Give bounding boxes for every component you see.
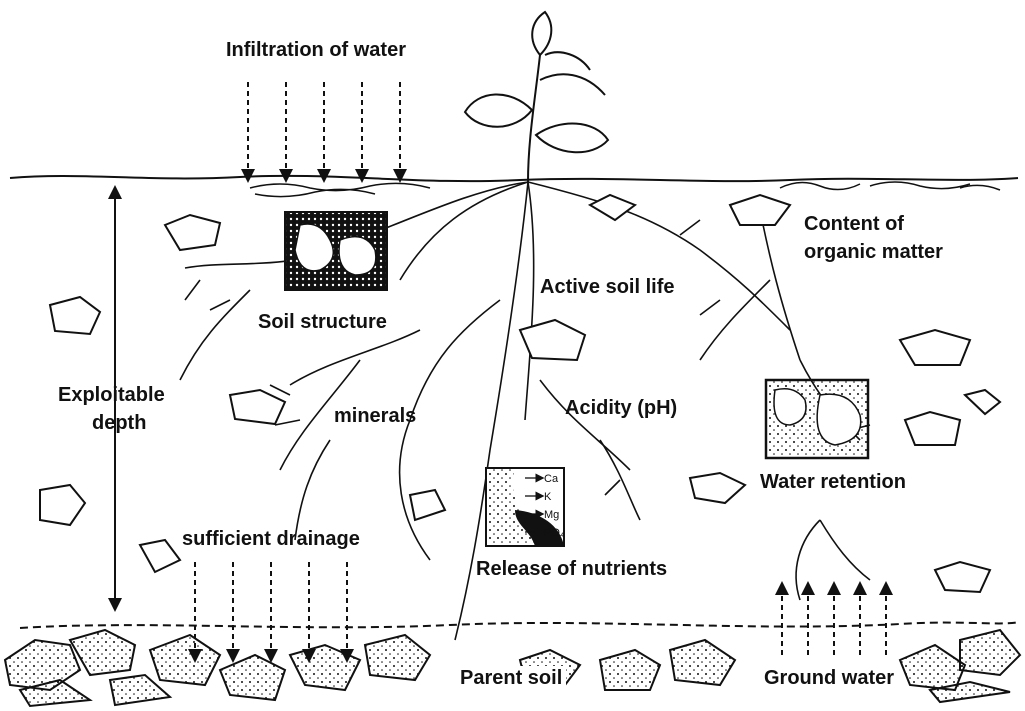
label-content-organic-1: Content of (804, 212, 904, 236)
label-ground-water: Ground water (760, 666, 898, 690)
nutrient-ca: Ca (544, 473, 559, 485)
ground-water-arrows (782, 588, 886, 655)
rock-icon (690, 473, 745, 503)
plant-icon (465, 12, 608, 182)
label-infiltration: Infiltration of water (226, 38, 406, 62)
label-exploitable-2: depth (92, 411, 146, 435)
water-retention-box (766, 380, 868, 458)
rock-icon (905, 412, 960, 445)
nutrient-k: K (544, 491, 552, 503)
rock-icon (165, 215, 220, 250)
rock-icon (230, 390, 285, 424)
rock-icon (50, 297, 100, 334)
label-water-retention: Water retention (760, 470, 906, 494)
ground-surface-line (10, 176, 1018, 181)
soil-structure-box (285, 212, 387, 290)
rock-icon (730, 195, 790, 225)
label-release-nutrients: Release of nutrients (476, 557, 667, 581)
rock-icon (900, 330, 970, 365)
label-active-soil-life: Active soil life (540, 275, 675, 299)
nutrient-po4: PO₄ (544, 527, 565, 539)
parent-soil-layer (5, 622, 1020, 706)
surface-litter (250, 182, 1000, 197)
label-content-organic-2: organic matter (804, 240, 943, 264)
rock-icon (520, 320, 585, 360)
label-acidity: Acidity (pH) (565, 396, 677, 420)
rock-icon (410, 490, 445, 520)
rock-icon (590, 195, 635, 220)
rock-icon (965, 390, 1000, 414)
label-minerals: minerals (334, 404, 416, 428)
rock-icon (935, 562, 990, 592)
label-parent-soil: Parent soil (456, 666, 566, 690)
nutrients-box: Ca K Mg PO₄ (486, 468, 565, 546)
label-sufficient-drainage: sufficient drainage (182, 527, 360, 551)
infiltration-arrows (248, 82, 400, 176)
label-soil-structure: Soil structure (258, 310, 387, 334)
rock-icon (140, 540, 180, 572)
rock-icon (40, 485, 85, 525)
label-exploitable-1: Exploitable (58, 383, 165, 407)
drainage-arrows (195, 562, 347, 656)
nutrient-mg: Mg (544, 509, 559, 521)
